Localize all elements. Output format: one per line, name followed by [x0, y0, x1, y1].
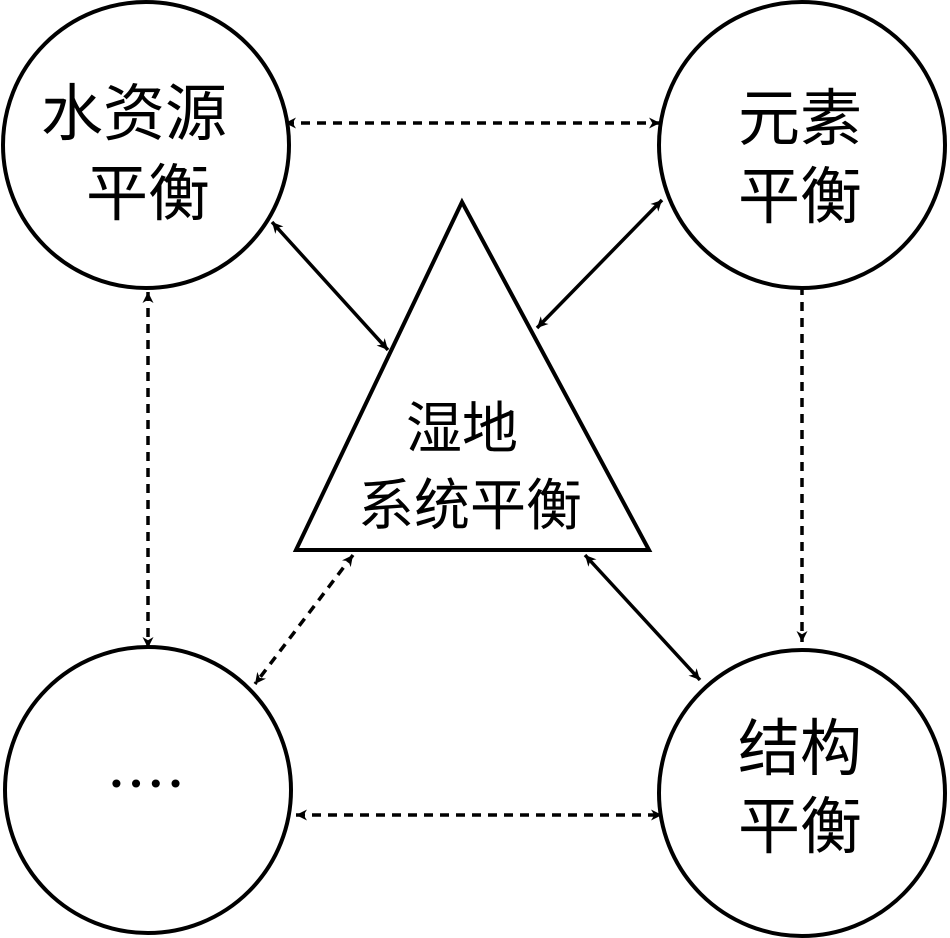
edge-wetland-element — [535, 198, 664, 330]
node-structure-label-line2: 平衡 — [738, 790, 862, 863]
node-wetland-label-line2: 系统平衡 — [358, 474, 582, 539]
edge-wetland-water — [270, 220, 390, 352]
node-other-label: ···· — [107, 747, 186, 820]
node-wetland-label-line1: 湿地 — [406, 397, 518, 462]
node-element-circle — [657, 0, 947, 290]
node-structure-label-line1: 结构 — [738, 712, 862, 785]
node-water-label-line2: 平衡 — [86, 157, 210, 230]
node-structure-balance: 结构 平衡 — [657, 648, 947, 938]
edges — [142, 117, 808, 821]
node-other-circle — [3, 645, 293, 935]
node-element-balance: 元素 平衡 — [657, 0, 947, 290]
edge-wetland-structure — [583, 553, 702, 682]
node-element-label-line2: 平衡 — [738, 160, 862, 233]
node-other: ···· — [3, 645, 293, 935]
node-water-label-line1: 水资源 — [41, 77, 227, 150]
edge-wetland-other — [253, 553, 355, 686]
node-element-label-line1: 元素 — [738, 82, 862, 155]
node-water-balance: 水资源 平衡 — [1, 0, 291, 290]
node-wetland-triangle — [292, 197, 653, 552]
node-water-circle — [1, 0, 291, 290]
node-structure-circle — [657, 648, 947, 938]
node-wetland-system-balance: 湿地 系统平衡 — [292, 197, 653, 552]
